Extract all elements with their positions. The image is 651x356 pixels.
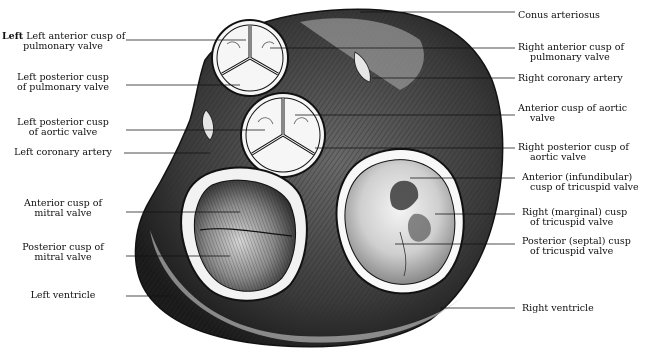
label-right-ventricle: Right ventricle [522, 304, 594, 314]
label-line: pulmonary valve [23, 41, 103, 52]
label-right-coronary-artery: Right coronary artery [518, 74, 623, 84]
label-line: aortic valve [530, 152, 586, 163]
label-line: of aortic valve [29, 127, 97, 138]
label-line: cusp of tricuspid valve [530, 182, 639, 193]
label-line: of pulmonary valve [17, 82, 109, 93]
aortic-valve [241, 93, 325, 177]
label-right-posterior-cusp-aortic-line2: aortic valve [530, 153, 586, 163]
label-conus-arteriosus: Conus arteriosus [518, 11, 600, 21]
label-line: Conus arteriosus [518, 10, 600, 21]
tricuspid-valve [337, 149, 464, 293]
label-line: Right coronary artery [518, 73, 623, 84]
label-line: valve [530, 113, 555, 124]
label-posterior-cusp-mitral-line2: mitral valve [2, 253, 124, 263]
label-posterior-cusp-tricuspid-line2: of tricuspid valve [530, 247, 613, 257]
label-line: Left ventricle [31, 290, 96, 301]
label-anterior-cusp-aortic-line2: valve [530, 114, 555, 124]
label-anterior-cusp-mitral-line2: mitral valve [2, 209, 124, 219]
label-anterior-cusp-tricuspid-line2: cusp of tricuspid valve [530, 183, 639, 193]
label-left-posterior-cusp-aortic-line2: of aortic valve [2, 128, 124, 138]
mitral-valve [181, 168, 307, 301]
label-line: Right ventricle [522, 303, 594, 314]
label-right-anterior-cusp-pulmonary-line2: pulmonary valve [530, 53, 610, 63]
label-line: mitral valve [34, 252, 91, 263]
label-line: of tricuspid valve [530, 246, 613, 257]
label-left-coronary-artery: Left coronary artery [2, 148, 124, 158]
label-line: mitral valve [34, 208, 91, 219]
label-left-ventricle: Left ventricle [2, 291, 124, 301]
label-left-posterior-cusp-pulmonary-line2: of pulmonary valve [2, 83, 124, 93]
label-line: Left coronary artery [14, 147, 112, 158]
label-line: pulmonary valve [530, 52, 610, 63]
label-left-anterior-cusp-pulmonary-line2: pulmonary valve [2, 42, 124, 52]
label-right-cusp-tricuspid-line2: of tricuspid valve [530, 218, 613, 228]
label-line: of tricuspid valve [530, 217, 613, 228]
